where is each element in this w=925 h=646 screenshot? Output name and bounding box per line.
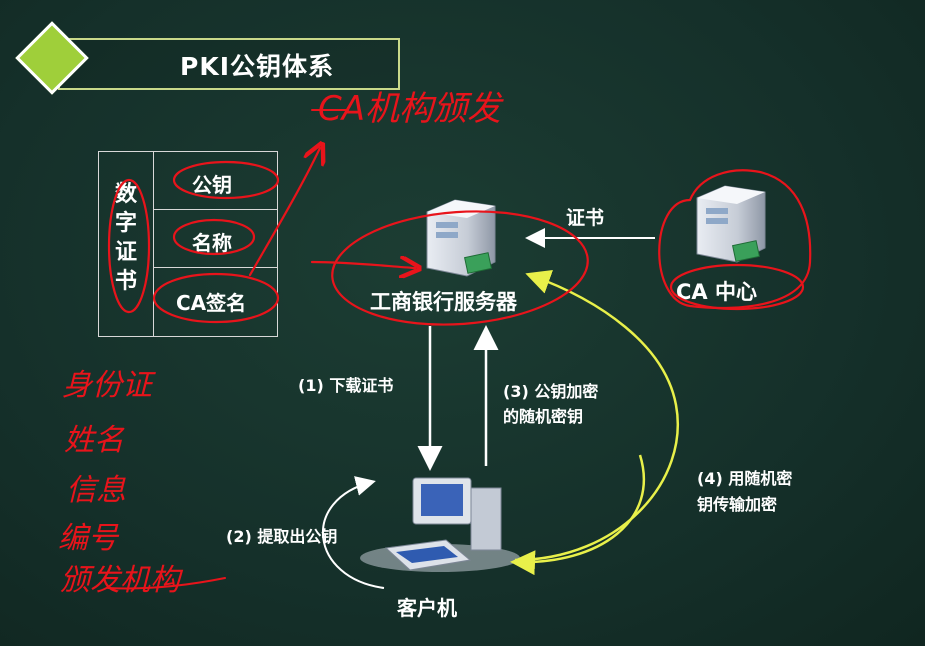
- svg-text:信息: 信息: [66, 473, 126, 508]
- extract-key-arrow: [322, 476, 385, 589]
- server-icon: [426, 199, 496, 277]
- title-bar: [58, 38, 400, 90]
- field-public-key: 公钥: [192, 173, 232, 197]
- svg-text:编号: 编号: [58, 521, 120, 556]
- certificate-label-char: 证: [114, 240, 137, 265]
- slide-title: PKI公钥体系: [180, 52, 334, 81]
- field-ca-signature: CA签名: [176, 291, 247, 315]
- ca-center-label: CA 中心: [676, 280, 757, 304]
- certificate-label-char: 字: [114, 211, 137, 236]
- step4-label-line1: (4) 用随机密: [697, 469, 793, 488]
- svg-text:身份证: 身份证: [62, 368, 156, 403]
- certificate-label-char: 书: [114, 269, 137, 294]
- certificate-table: [98, 151, 278, 337]
- svg-text:颁发机构: 颁发机构: [60, 563, 184, 598]
- certificate-row-divider: [153, 209, 278, 210]
- certificate-vertical-label: 数字证书: [108, 180, 144, 296]
- step3-label-line2: 的随机密钥: [503, 407, 584, 426]
- bank-server-label: 工商银行服务器: [370, 290, 517, 314]
- svg-text:CA机构颁发: CA机构颁发: [318, 89, 504, 129]
- certificate-label: 数字证书: [108, 180, 144, 296]
- handwritten-notes: CA机构颁发 身份证 姓名 信息 编号 颁发机构: [58, 89, 504, 598]
- certificate-label-char: 数: [114, 182, 137, 207]
- step2-label: (2) 提取出公钥: [226, 527, 338, 546]
- computer-icon: [360, 477, 520, 572]
- step3-label-line1: (3) 公钥加密: [503, 382, 599, 401]
- client-label: 客户机: [397, 596, 457, 620]
- transfer-arrow-return: [510, 454, 646, 576]
- transfer-arrow: [514, 269, 679, 562]
- cert-flow-label: 证书: [566, 207, 605, 229]
- handwritten-annotations: [107, 109, 812, 590]
- step4-label-line2: 钥传输加密: [697, 495, 778, 514]
- step1-label: (1) 下载证书: [298, 376, 394, 395]
- server-icon: [696, 185, 766, 263]
- certificate-divider: [153, 151, 154, 337]
- field-name: 名称: [192, 231, 232, 255]
- svg-text:姓名: 姓名: [64, 423, 125, 458]
- certificate-row-divider: [153, 267, 278, 268]
